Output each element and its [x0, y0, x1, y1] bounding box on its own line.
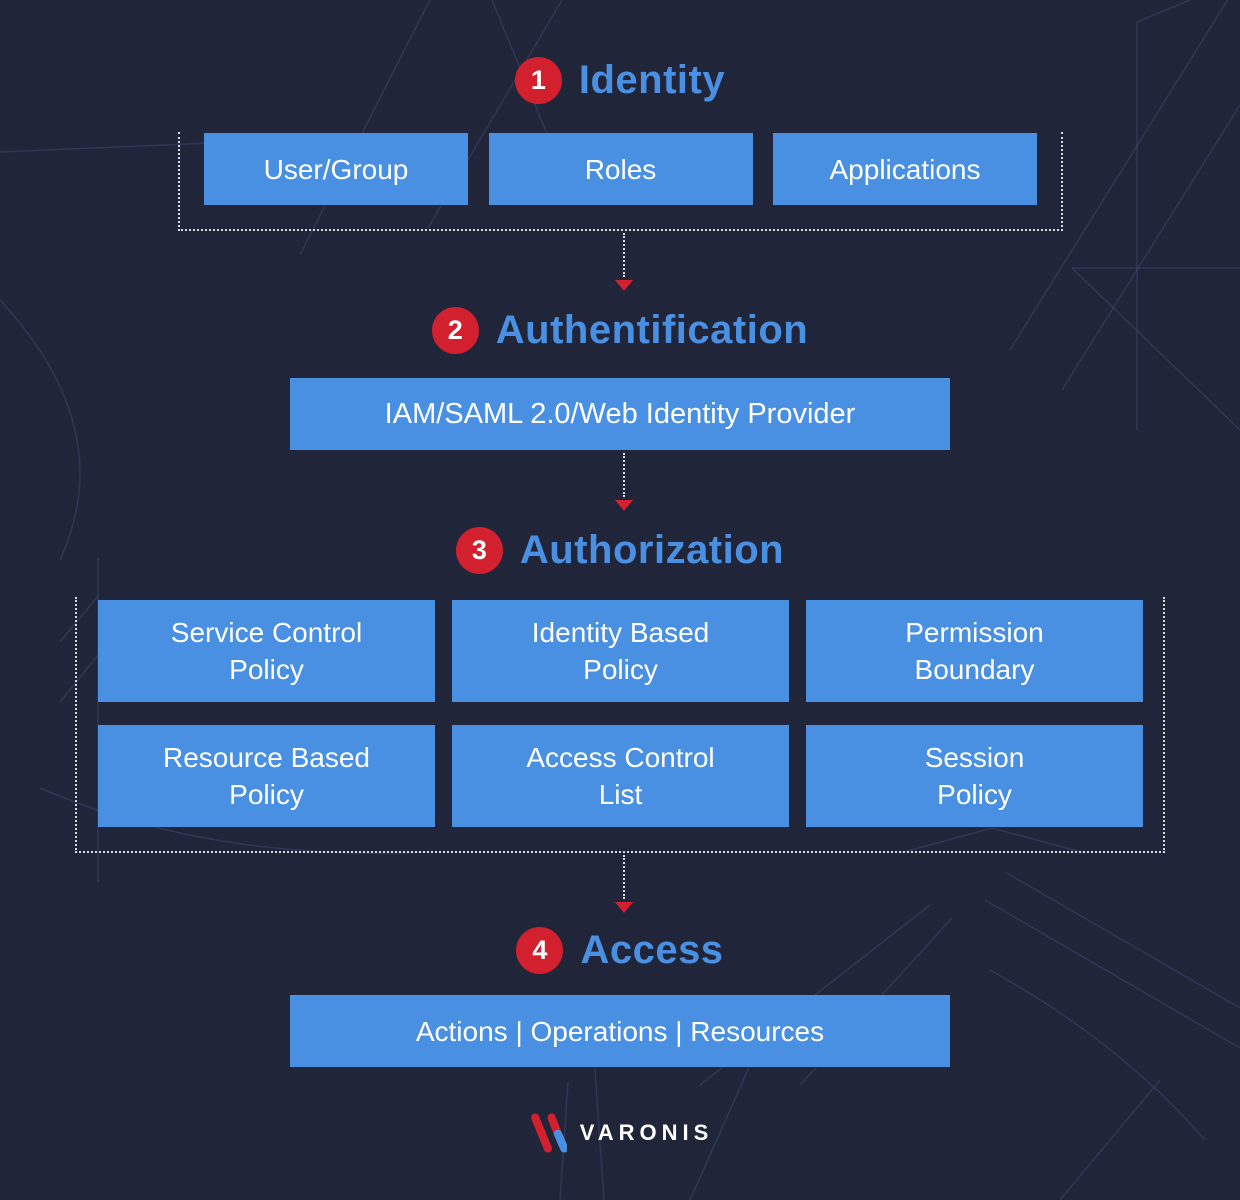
- box-applications: Applications: [773, 133, 1037, 205]
- heading-access-title: Access: [580, 928, 724, 972]
- arrow-dotted-line: [623, 855, 625, 899]
- heading-authentication-title: Authentification: [495, 308, 809, 352]
- heading-authorization: 3 Authorization: [0, 527, 1240, 574]
- varonis-wordmark: VARONIS: [579, 1120, 714, 1145]
- heading-authentication: 2 Authentification: [0, 307, 1240, 354]
- box-permission-boundary: Permission Boundary: [806, 600, 1143, 702]
- arrow-dotted-line: [623, 233, 625, 277]
- box-roles: Roles: [488, 133, 753, 205]
- flow-arrow-2: [611, 453, 637, 511]
- heading-identity: 1 Identity: [0, 57, 1240, 104]
- arrow-head-icon: [615, 902, 633, 913]
- flow-arrow-3: [611, 855, 637, 913]
- arrow-head-icon: [615, 280, 633, 291]
- box-access-control-list: Access Control List: [452, 725, 789, 827]
- box-user-group: User/Group: [204, 133, 468, 205]
- arrow-head-icon: [615, 500, 633, 511]
- varonis-logo-icon: [530, 1113, 567, 1153]
- box-identity-provider: IAM/SAML 2.0/Web Identity Provider: [290, 378, 950, 450]
- box-identity-based-policy: Identity Based Policy: [452, 600, 789, 702]
- box-actions-operations-resources: Actions | Operations | Resources: [290, 995, 950, 1067]
- identity-group: User/Group Roles Applications: [178, 132, 1063, 231]
- flow-arrow-1: [611, 233, 637, 291]
- heading-access: 4 Access: [0, 927, 1240, 974]
- heading-identity-title: Identity: [578, 58, 726, 102]
- authorization-group: Service Control Policy Identity Based Po…: [75, 597, 1165, 853]
- step-3-badge: 3: [455, 527, 503, 574]
- box-resource-based-policy: Resource Based Policy: [98, 725, 435, 827]
- step-2-badge: 2: [431, 307, 479, 354]
- step-4-badge: 4: [516, 927, 564, 974]
- box-session-policy: Session Policy: [806, 725, 1143, 827]
- footer-brand: VARONIS: [0, 1110, 1240, 1156]
- step-1-badge: 1: [514, 57, 562, 104]
- heading-authorization-title: Authorization: [519, 528, 785, 572]
- box-service-control-policy: Service Control Policy: [98, 600, 435, 702]
- arrow-dotted-line: [623, 453, 625, 497]
